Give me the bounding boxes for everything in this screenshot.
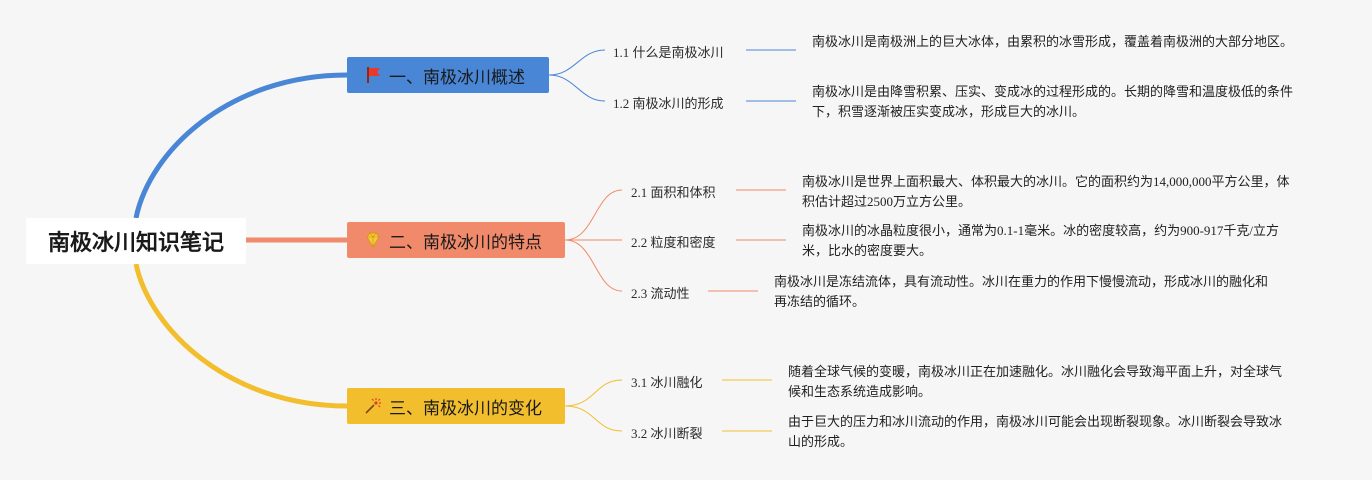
branch3-to-3-2-line (564, 405, 623, 432)
branch-label: 三、南极冰川的变化 (389, 398, 542, 419)
subnode-1-2[interactable]: 1.2 南极冰川的形成 (613, 96, 724, 111)
branch-label: 一、南极冰川概述 (389, 67, 525, 88)
root-to-branch3-line (133, 263, 348, 409)
subnode-2-3[interactable]: 2.3 流动性 (631, 286, 690, 301)
root-title: 南极冰川知识笔记 (47, 231, 224, 256)
branch-node-changes[interactable]: 三、南极冰川的变化 (347, 388, 565, 424)
branch-label: 二、南极冰川的特点 (389, 232, 542, 253)
branch-node-features[interactable]: 二、南极冰川的特点 (347, 222, 565, 258)
subnode-3-1[interactable]: 3.1 冰川融化 (631, 375, 703, 390)
branch2-to-2-3-line (564, 239, 623, 292)
branch1-to-1-1-line (548, 49, 606, 76)
desc-2-2: 南极冰川的冰晶粒度很小，通常为0.1-1毫米。冰的密度较高，约为900-917千… (802, 223, 1280, 258)
root-to-branch1-line (133, 72, 348, 219)
sparkler-icon (365, 398, 381, 414)
desc-2-3: 南极冰川是冻结流体，具有流动性。冰川在重力的作用下慢慢流动，形成冰川的融化和再冻… (774, 274, 1269, 309)
branch3-to-3-1-line (564, 379, 623, 407)
red-flag-icon (367, 67, 380, 83)
branch1-to-1-2-line (548, 74, 606, 102)
desc-1-1: 南极冰川是南极洲上的巨大冰体，由累积的冰雪形成，覆盖着南极洲的大部分地区。 (812, 34, 1294, 49)
branch2-to-2-1-line (564, 189, 623, 241)
desc-3-2: 由于巨大的压力和冰川流动的作用，南极冰川可能会出现断裂现象。冰川断裂会导致冰山的… (788, 414, 1283, 449)
subnode-2-2[interactable]: 2.2 粒度和密度 (631, 235, 716, 250)
branch-node-overview[interactable]: 一、南极冰川概述 (347, 57, 549, 93)
subnode-3-2[interactable]: 3.2 冰川断裂 (631, 426, 703, 441)
root-node[interactable]: 南极冰川知识笔记 (26, 218, 246, 264)
desc-2-1: 南极冰川是世界上面积最大、体积最大的冰川。它的面积约为14,000,000平方公… (802, 174, 1290, 209)
subnode-2-1[interactable]: 2.1 面积和体积 (631, 185, 716, 200)
subnode-1-1[interactable]: 1.1 什么是南极冰川 (613, 45, 724, 60)
desc-3-1: 随着全球气候的变暖，南极冰川正在加速融化。冰川融化会导致海平面上升，对全球气候和… (788, 364, 1283, 399)
desc-1-2: 南极冰川是由降雪积累、压实、变成冰的过程形成的。长期的降雪和温度极低的条件下，积… (812, 84, 1294, 119)
gem-icon (366, 232, 380, 248)
